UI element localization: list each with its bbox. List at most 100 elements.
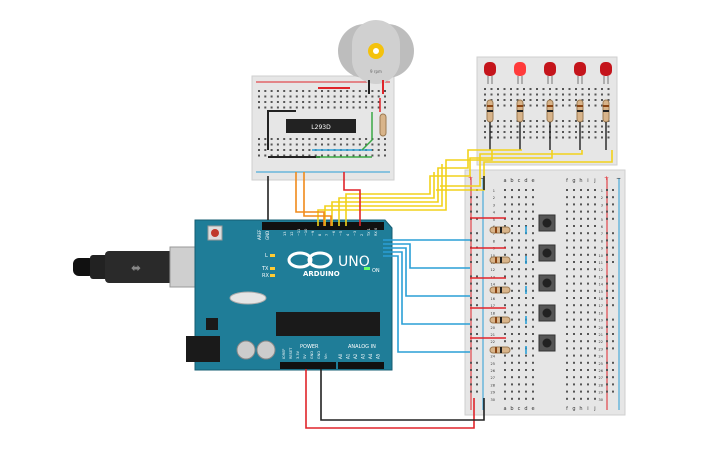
analog-pin-label: A1 xyxy=(346,353,351,359)
resistor xyxy=(546,99,554,123)
resistor xyxy=(489,286,511,294)
row-label: 28 xyxy=(599,383,603,387)
digital-pin-label: 12 xyxy=(290,232,294,236)
rail-minus-label: − xyxy=(480,175,485,182)
power-pin-label: Vin xyxy=(324,353,328,359)
power-pin-label: IOREF xyxy=(282,349,286,359)
row-label: 3 xyxy=(493,203,495,207)
push-button[interactable] xyxy=(538,274,556,292)
row-label: 14 xyxy=(599,283,604,287)
rail-plus-label-right: + xyxy=(604,175,609,182)
row-label: 7 xyxy=(601,232,603,236)
row-label: 22 xyxy=(491,340,495,344)
digital-pin-label: RX 0 xyxy=(374,228,378,236)
driver-chip-label: L293D xyxy=(311,124,331,131)
led-breadboard xyxy=(476,56,618,166)
digital-pin-label: ~11 xyxy=(297,229,301,236)
push-button[interactable] xyxy=(538,304,556,322)
row-label: 12 xyxy=(491,268,495,272)
row-label: 30 xyxy=(599,398,603,402)
motor-breadboard: L293D xyxy=(251,75,395,181)
column-label: b xyxy=(510,178,513,184)
arduino-board: ARDUINO UNO ON L TX RX POWER ANALOG IN A… xyxy=(186,219,393,371)
column-label: f xyxy=(566,178,568,184)
wires xyxy=(267,149,613,429)
row-label: 16 xyxy=(599,297,603,301)
arduino-model: UNO xyxy=(338,254,370,270)
digital-pin-label: 2 xyxy=(360,234,364,236)
resistor xyxy=(576,99,584,123)
usb-cable: ⬌ xyxy=(73,246,199,288)
row-label: 24 xyxy=(599,355,604,359)
motor-label: 9 rpm xyxy=(370,69,382,74)
column-label: c xyxy=(518,406,521,412)
row-label: 21 xyxy=(491,333,495,337)
row-label: 20 xyxy=(491,326,495,330)
digital-pin-label: ~10 xyxy=(304,229,308,236)
row-label: 19 xyxy=(599,319,603,323)
push-button[interactable] xyxy=(538,334,556,352)
column-label: e xyxy=(531,178,534,184)
column-label: g xyxy=(572,178,575,184)
arduino-brand: ARDUINO xyxy=(303,270,340,278)
analog-pin-label: A2 xyxy=(353,353,358,359)
column-label: e xyxy=(531,406,534,412)
resistor xyxy=(489,256,511,264)
rail-minus-label-right: − xyxy=(616,175,621,182)
column-label: a xyxy=(503,178,506,184)
analog-pin-label: A5 xyxy=(376,353,381,359)
rail-plus-label: + xyxy=(468,175,473,182)
resistor xyxy=(486,99,494,123)
row-label: 8 xyxy=(493,239,495,243)
digital-pin-label: ~6 xyxy=(332,231,336,236)
push-button[interactable] xyxy=(538,244,556,262)
digital-pin-label: 13 xyxy=(283,232,287,236)
column-label: i xyxy=(587,178,588,184)
row-label: 14 xyxy=(491,283,496,287)
led-rx-label: RX xyxy=(262,273,269,279)
row-label: 12 xyxy=(599,268,603,272)
column-label: b xyxy=(510,406,513,412)
row-label: 18 xyxy=(599,311,603,315)
led-l-label: L xyxy=(265,253,268,259)
led xyxy=(514,62,526,84)
dc-motor: 9 rpm xyxy=(338,20,414,94)
row-label: 10 xyxy=(491,254,495,258)
row-label: 28 xyxy=(491,383,495,387)
on-label: ON xyxy=(372,268,380,274)
digital-pin-label: ~9 xyxy=(311,231,315,236)
row-label: 27 xyxy=(491,376,495,380)
row-label: 4 xyxy=(493,211,496,215)
row-label: 6 xyxy=(601,225,603,229)
led xyxy=(544,62,556,84)
power-pin-label: GND xyxy=(317,351,321,359)
capacitor xyxy=(256,340,276,360)
row-label: 7 xyxy=(493,232,495,236)
digital-pin-label: 8 xyxy=(318,234,322,236)
column-label: c xyxy=(518,178,521,184)
push-button[interactable] xyxy=(538,214,556,232)
atmega-chip xyxy=(276,312,380,336)
row-label: 30 xyxy=(491,398,495,402)
row-label: 22 xyxy=(599,340,603,344)
column-label: h xyxy=(579,178,582,184)
row-label: 5 xyxy=(493,218,495,222)
driver-chip xyxy=(286,119,356,133)
analog-pin-label: A0 xyxy=(338,353,343,359)
resistor xyxy=(489,346,511,354)
power-header-label: POWER xyxy=(300,344,319,350)
row-label: 1 xyxy=(601,189,603,193)
digital-pin-label: 4 xyxy=(346,233,350,236)
row-label: 10 xyxy=(599,254,603,258)
row-label: 5 xyxy=(601,218,603,222)
analog-header-label: ANALOG IN xyxy=(348,344,376,350)
row-label: 4 xyxy=(601,211,604,215)
column-label: j xyxy=(593,178,595,184)
row-label: 15 xyxy=(599,290,603,294)
digital-pin-label: 7 xyxy=(325,234,329,236)
analog-header-strip xyxy=(338,362,384,369)
row-label: 8 xyxy=(601,239,603,243)
